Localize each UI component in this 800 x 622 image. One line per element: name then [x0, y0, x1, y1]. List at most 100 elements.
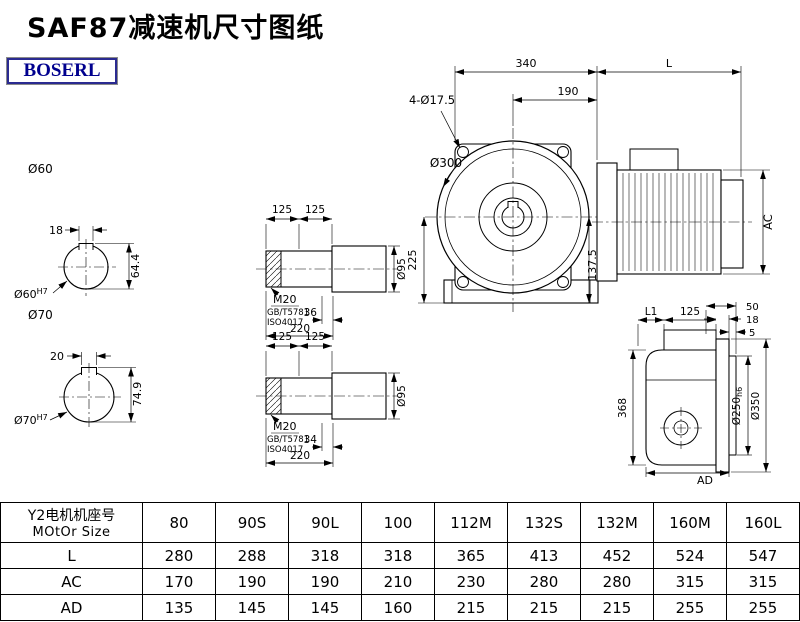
- table-cell: 280: [580, 568, 654, 595]
- side-dia-250-label: Ø250h6: [731, 387, 744, 425]
- dimension-table: Y2电机机座号 MOtOr Size 80 90S 90L 100 112M 1…: [0, 502, 800, 621]
- col-header-160M: 160M: [653, 502, 727, 543]
- col-header-80: 80: [142, 502, 216, 543]
- bore70-fit: Ø70: [14, 414, 37, 427]
- shaft-a-dim-125a: 125: [272, 204, 292, 216]
- front-dim-AC: AC: [761, 214, 775, 230]
- bore70-labels: Ø70 20 74.9 Ø70H7: [14, 308, 144, 427]
- table-cell: 318: [288, 542, 362, 569]
- table-cell: 255: [653, 594, 727, 621]
- table-cell: 280: [142, 542, 216, 569]
- bore60-fit-tol: H7: [37, 287, 48, 296]
- bore60-fit: Ø60: [14, 288, 37, 301]
- col-header-90S: 90S: [215, 502, 289, 543]
- shaft-b-view: [256, 343, 400, 467]
- bore70-key-height: 74.9: [131, 382, 144, 407]
- shaft-a-dim-total: 220: [290, 323, 310, 335]
- bore60-dia: Ø60: [28, 162, 53, 176]
- shaft-a-dia: Ø95: [396, 258, 408, 280]
- bore60-key-height: 64.4: [129, 254, 142, 279]
- motor-size-label-cn: Y2电机机座号: [27, 508, 116, 524]
- shaft-a-dim-125b: 125: [305, 204, 325, 216]
- side-tol-250: h6: [735, 387, 744, 397]
- shaft-a-labels: 125 125 M20 GB/T5781 ISO4017 36 220 Ø95: [267, 204, 408, 335]
- bore70-view: [49, 352, 136, 429]
- table-cell: 190: [288, 568, 362, 595]
- side-view-labels: L1 125 50 18 5 368 Ø250h6 Ø350 AD: [617, 302, 762, 487]
- bore60-key-width: 18: [49, 224, 63, 237]
- shaft-b-std2: ISO4017: [267, 445, 303, 455]
- col-header-132S: 132S: [507, 502, 581, 543]
- table-cell: 210: [361, 568, 435, 595]
- shaft-b-std1: GB/T5781: [267, 435, 309, 445]
- row-label-AD: AD: [0, 594, 143, 621]
- table-header-motor-size: Y2电机机座号 MOtOr Size: [0, 502, 143, 543]
- table-cell: 190: [215, 568, 289, 595]
- front-dim-137: 137.5: [586, 249, 599, 281]
- bore60-labels: Ø60 18 64.4 Ø60H7: [14, 162, 142, 301]
- col-header-112M: 112M: [434, 502, 508, 543]
- bore70-key-width: 20: [50, 350, 64, 363]
- side-dim-368: 368: [617, 398, 629, 418]
- table-cell: 145: [215, 594, 289, 621]
- table-cell: 413: [507, 542, 581, 569]
- front-view-dimensions: [418, 66, 770, 304]
- table-row-AC: AC 170 190 190 210 230 280 280 315 315: [0, 568, 800, 595]
- bore70-fit-tol: H7: [37, 413, 48, 422]
- table-cell: 452: [580, 542, 654, 569]
- table-cell: 547: [726, 542, 800, 569]
- row-label-L: L: [0, 542, 143, 569]
- table-cell: 215: [434, 594, 508, 621]
- col-header-132M: 132M: [580, 502, 654, 543]
- front-dim-225: 225: [406, 250, 419, 271]
- front-dia-300: Ø300: [430, 156, 462, 170]
- front-holes-label: 4-Ø17.5: [409, 93, 455, 107]
- table-cell: 315: [653, 568, 727, 595]
- side-dim-5: 5: [749, 328, 755, 339]
- shaft-b-dim-125b: 125: [305, 331, 325, 343]
- table-cell: 215: [580, 594, 654, 621]
- row-label-AC: AC: [0, 568, 143, 595]
- shaft-b-dim-125a: 125: [272, 331, 292, 343]
- table-cell: 524: [653, 542, 727, 569]
- shaft-a-view: [256, 216, 400, 340]
- bore70-dia: Ø70: [28, 308, 53, 322]
- table-cell: 160: [361, 594, 435, 621]
- shaft-b-dim-total: 220: [290, 450, 310, 462]
- bore60-view: [52, 226, 134, 296]
- shaft-b-dia: Ø95: [396, 385, 408, 407]
- side-dim-18: 18: [746, 315, 759, 326]
- table-cell: 280: [507, 568, 581, 595]
- col-header-160L: 160L: [726, 502, 800, 543]
- boserl-logo: BOSERL: [6, 57, 118, 85]
- table-cell: 318: [361, 542, 435, 569]
- side-view-dimensions: [628, 302, 771, 477]
- table-cell: 288: [215, 542, 289, 569]
- shaft-a-std1: GB/T5781: [267, 308, 309, 318]
- table-cell: 315: [726, 568, 800, 595]
- side-view-geometry: [645, 329, 737, 473]
- front-view-geometry: [425, 128, 752, 312]
- front-dim-340: 340: [516, 57, 537, 70]
- col-header-100: 100: [361, 502, 435, 543]
- shaft-b-labels: 125 125 M20 GB/T5781 ISO4017 34 220 Ø95: [267, 331, 408, 462]
- shaft-b-dim-len: 34: [304, 434, 318, 446]
- side-dim-125: 125: [680, 306, 700, 318]
- page-title: SAF87减速机尺寸图纸: [27, 13, 325, 44]
- table-cell: 255: [726, 594, 800, 621]
- shaft-b-thread: M20: [273, 420, 297, 433]
- table-cell: 135: [142, 594, 216, 621]
- shaft-a-thread: M20: [273, 293, 297, 306]
- table-row-L: L 280 288 318 318 365 413 452 524 547: [0, 542, 800, 569]
- bore70-fit-label: Ø70H7: [14, 413, 48, 427]
- table-cell: 365: [434, 542, 508, 569]
- side-dim-50: 50: [746, 302, 759, 313]
- side-dim-L1: L1: [645, 306, 658, 318]
- table-cell: 170: [142, 568, 216, 595]
- table-header-row: Y2电机机座号 MOtOr Size 80 90S 90L 100 112M 1…: [0, 502, 800, 543]
- table-row-AD: AD 135 145 145 160 215 215 215 255 255: [0, 594, 800, 621]
- shaft-a-std2: ISO4017: [267, 318, 303, 328]
- table-cell: 145: [288, 594, 362, 621]
- front-view-labels: 340 L 190 4-Ø17.5 Ø300 225 137.5 AC: [406, 57, 775, 281]
